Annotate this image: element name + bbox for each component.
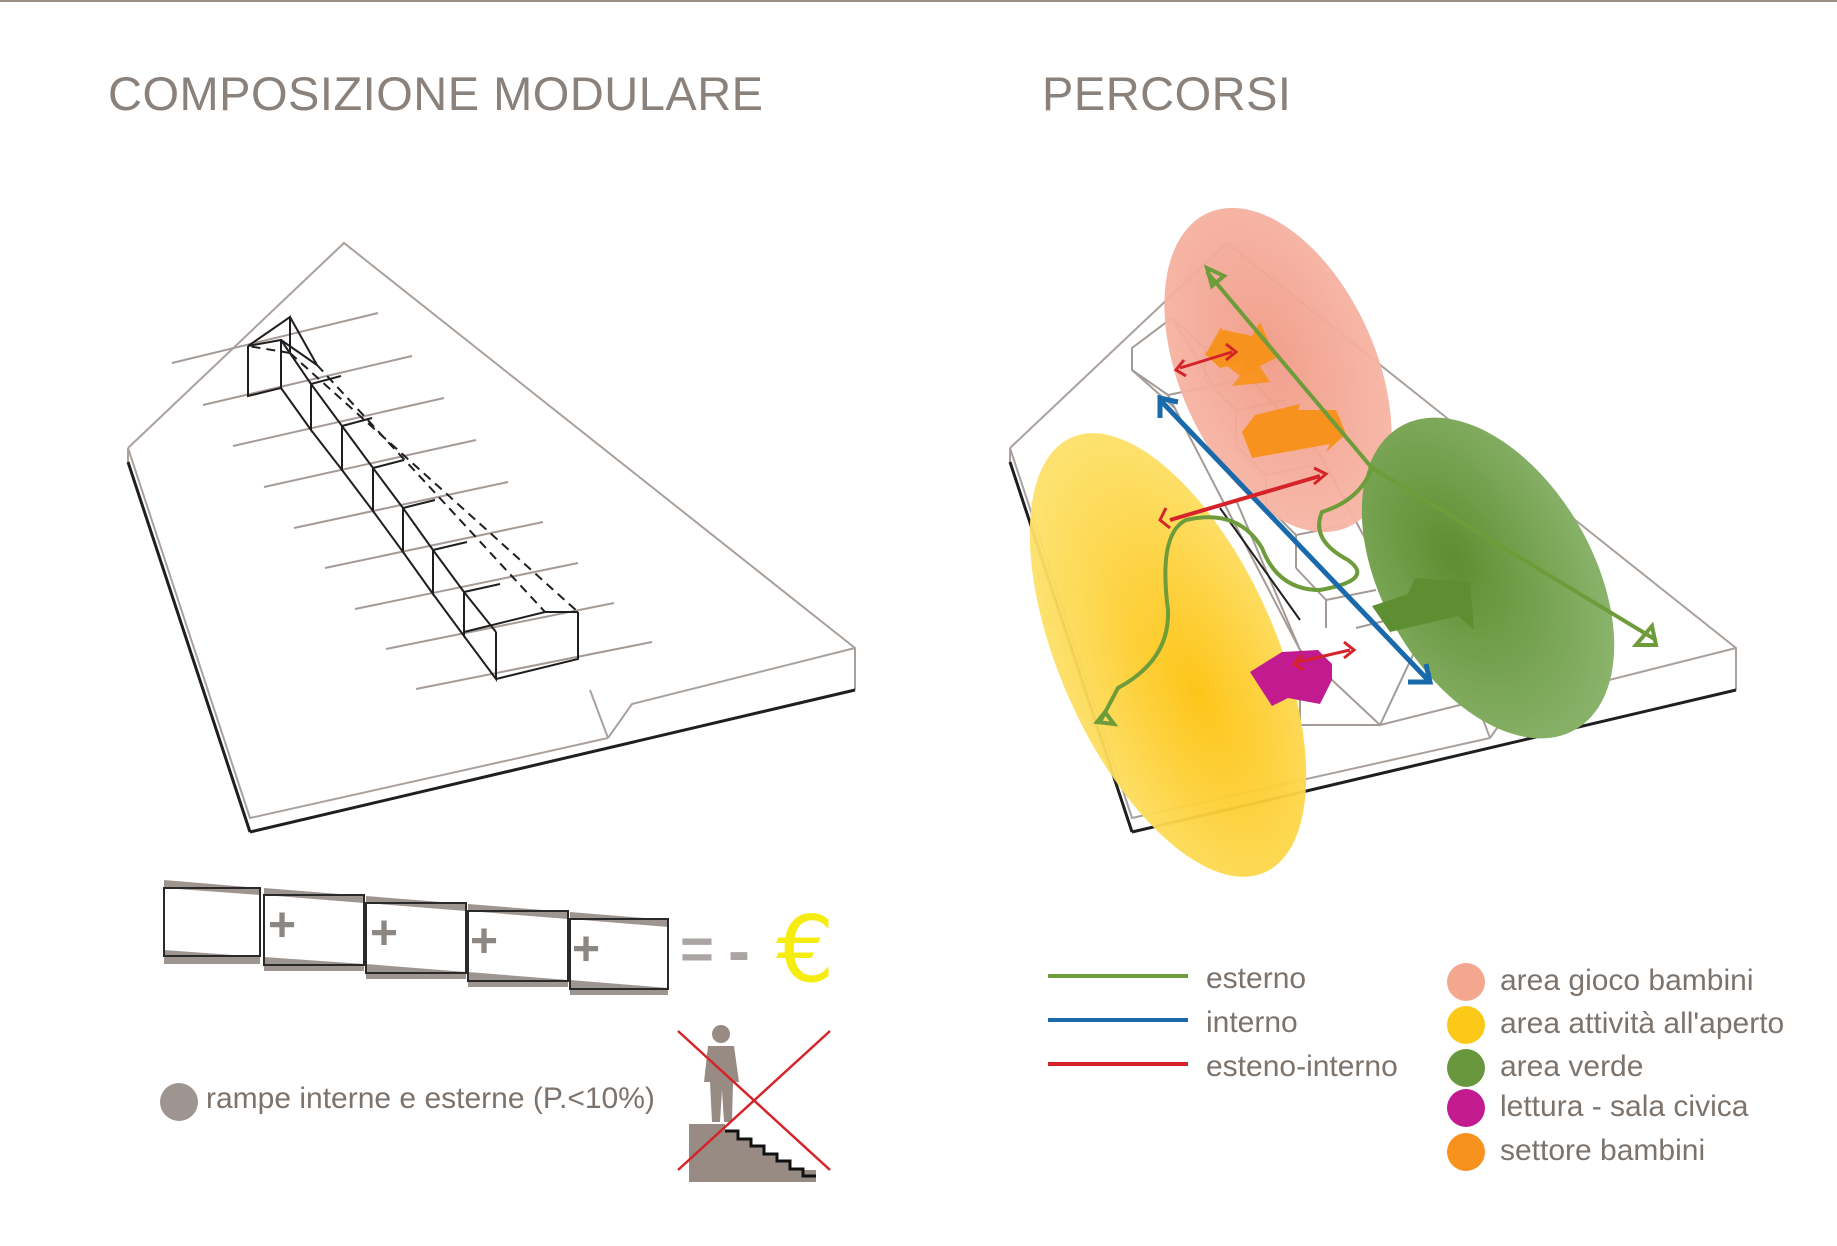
legend-area-verde: area verde	[1500, 1050, 1644, 1083]
path-lines	[1093, 264, 1659, 727]
plus-sign-3: +	[470, 915, 499, 968]
euro-sign: €	[776, 896, 835, 1003]
legend-area-attivita: area attività all'aperto	[1500, 1007, 1785, 1040]
minus-sign: -	[728, 913, 750, 987]
legend-esterno: esterno	[1206, 962, 1307, 995]
legend-lettura-sala-civica: lettura - sala civica	[1500, 1090, 1749, 1123]
title-composizione-modulare: COMPOSIZIONE MODULARE	[108, 67, 764, 120]
person-on-stairs-icon	[689, 1025, 816, 1182]
modular-slab-drawing	[126, 241, 856, 834]
legend-area-gioco-bambini: area gioco bambini	[1500, 964, 1754, 997]
legend-dots	[1447, 963, 1485, 1171]
legend-interno: interno	[1206, 1006, 1298, 1039]
area-attivita-ellipse	[1029, 433, 1307, 877]
top-border-line	[0, 0, 1837, 2]
plus-sign-4: +	[572, 923, 601, 976]
module-sequence	[163, 880, 669, 995]
legend-settore-bambini: settore bambini	[1500, 1134, 1706, 1167]
ramp-dot	[160, 1083, 198, 1121]
ramp-note: rampe interne e esterne (P.<10%)	[206, 1082, 655, 1115]
legend-lines	[1048, 974, 1188, 1066]
strike-cross-icon	[677, 1030, 831, 1171]
plus-sign-1: +	[268, 899, 297, 952]
plus-sign-2: +	[370, 907, 399, 960]
legend-esteno-interno: esteno-interno	[1206, 1050, 1398, 1083]
equals-sign: =	[680, 917, 714, 982]
title-percorsi: PERCORSI	[1042, 67, 1292, 120]
